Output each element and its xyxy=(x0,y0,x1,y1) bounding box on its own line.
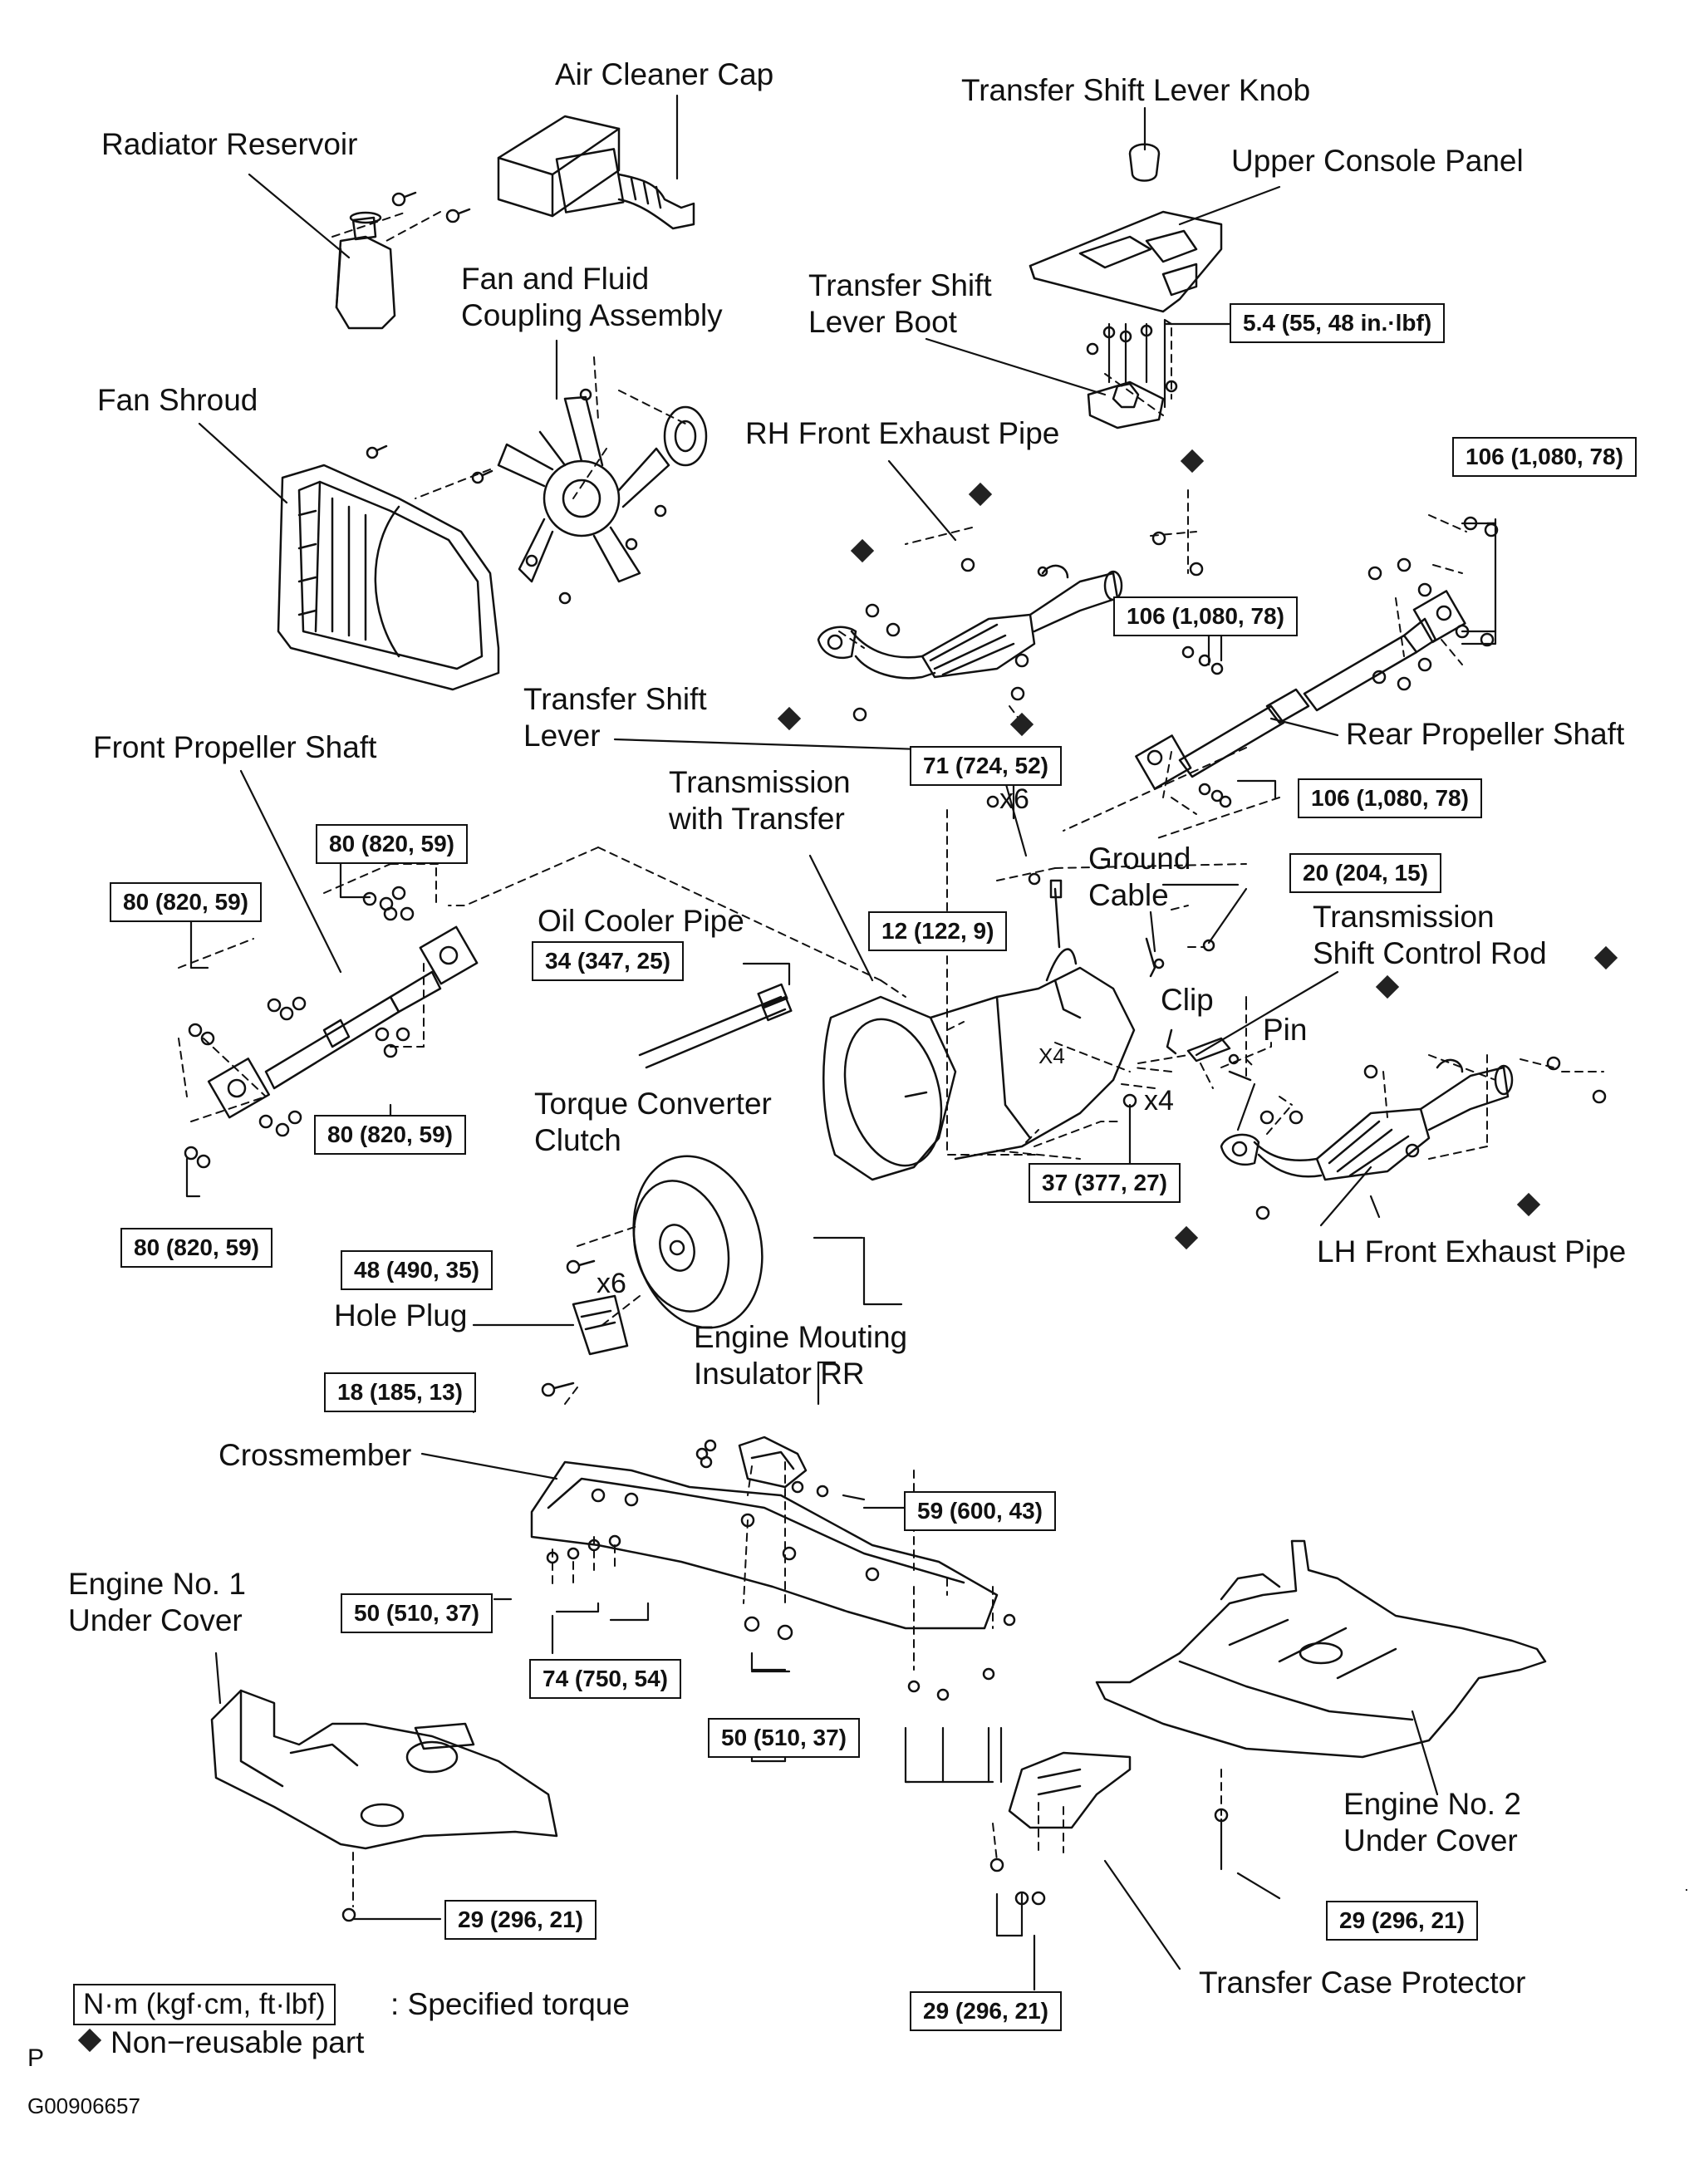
torque-box: 80 (820, 59) xyxy=(314,1115,466,1155)
legend-nonreusable-text: Non−reusable part xyxy=(110,2025,365,2059)
lh-front-exhaust-part xyxy=(1220,1056,1607,1220)
torque-box: 106 (1,080, 78) xyxy=(1298,778,1482,818)
label-fan-shroud: Fan Shroud xyxy=(97,383,258,417)
label-transmission-with-transfer: Transmission with Transfer xyxy=(669,765,851,836)
label-hole-plug: Hole Plug xyxy=(334,1298,468,1332)
rear-propeller-shaft-part xyxy=(1135,516,1499,808)
label-oil-cooler-pipe: Oil Cooler Pipe xyxy=(538,904,744,938)
label-clip: Clip xyxy=(1161,983,1214,1017)
label-ground-cable: Ground Cable xyxy=(1088,842,1191,912)
page-letter: P xyxy=(27,2044,45,2072)
label-lh-front-exhaust-pipe: LH Front Exhaust Pipe xyxy=(1317,1234,1627,1269)
torque-box: 5.4 (55, 48 in.·lbf) xyxy=(1230,303,1446,343)
label-radiator-reservoir: Radiator Reservoir xyxy=(101,127,358,161)
front-propeller-shaft-part xyxy=(184,886,479,1169)
multiplier-label: x4 xyxy=(1144,1085,1174,1117)
label-rear-propeller-shaft: Rear Propeller Shaft xyxy=(1346,717,1625,751)
label-pin: Pin xyxy=(1263,1013,1308,1047)
torque-box: 80 (820, 59) xyxy=(110,882,262,922)
label-engine-mounting-insulator-rr: Engine Mouting Insulator RR xyxy=(694,1320,908,1391)
torque-box: 50 (510, 37) xyxy=(341,1593,493,1633)
torque-box: 106 (1,080, 78) xyxy=(1452,437,1637,477)
torque-box: 18 (185, 13) xyxy=(324,1372,476,1412)
label-air-cleaner-cap: Air Cleaner Cap xyxy=(555,57,774,91)
label-transfer-shift-lever: Transfer Shift Lever xyxy=(523,682,707,753)
label-front-propeller-shaft: Front Propeller Shaft xyxy=(93,730,377,764)
label-rh-front-exhaust-pipe: RH Front Exhaust Pipe xyxy=(745,416,1060,450)
fan-coupling-part xyxy=(497,388,708,605)
torque-box: 80 (820, 59) xyxy=(120,1228,272,1268)
transfer-case-protector-part xyxy=(989,1751,1132,1906)
upper-console-panel-part xyxy=(1029,210,1223,313)
multiplier-label: x6 xyxy=(999,783,1029,815)
air-cleaner-cap-part xyxy=(497,115,695,230)
torque-connectors xyxy=(185,318,1688,1991)
torque-box: 29 (296, 21) xyxy=(1326,1901,1478,1941)
torque-box: 59 (600, 43) xyxy=(904,1491,1056,1531)
label-torque-converter-clutch: Torque Converter Clutch xyxy=(534,1087,772,1157)
fan-shroud-part xyxy=(277,444,500,691)
figure-code: G00906657 xyxy=(27,2093,140,2118)
oil-cooler-pipe-part xyxy=(638,983,793,1069)
label-engine-no1-under-cover: Engine No. 1 Under Cover xyxy=(68,1567,246,1637)
torque-box: 20 (204, 15) xyxy=(1289,853,1441,893)
torque-box: 80 (820, 59) xyxy=(316,824,468,864)
label-crossmember: Crossmember xyxy=(218,1438,412,1472)
transfer-shift-lever-knob-part xyxy=(1128,143,1161,182)
transmission-part: X4 xyxy=(822,795,1136,1181)
torque-box: 29 (296, 21) xyxy=(444,1900,597,1940)
multiplier-label: x6 xyxy=(597,1268,626,1299)
hole-plug-part xyxy=(541,1294,629,1397)
svg-text:X4: X4 xyxy=(1038,1043,1065,1068)
label-fan-fluid-coupling: Fan and Fluid Coupling Assembly xyxy=(461,262,723,332)
crossmember-part xyxy=(530,1436,1016,1701)
label-transmission-shift-control-rod: Transmission Shift Control Rod xyxy=(1313,900,1547,970)
label-transfer-shift-lever-boot: Transfer Shift Lever Boot xyxy=(808,268,992,339)
torque-box: 12 (122, 9) xyxy=(868,911,1008,951)
phantom-lines xyxy=(178,211,1604,1907)
torque-box: 50 (510, 37) xyxy=(708,1718,860,1758)
torque-box: 34 (347, 25) xyxy=(532,941,684,981)
label-transfer-case-protector: Transfer Case Protector xyxy=(1199,1966,1526,2000)
torque-box: 48 (490, 35) xyxy=(341,1250,493,1290)
engine-no2-under-cover-part xyxy=(1095,1539,1547,1823)
rh-front-exhaust-part xyxy=(817,531,1204,722)
torque-box: 71 (724, 52) xyxy=(910,746,1062,786)
legend-torque-text: : Specified torque xyxy=(390,1987,630,2021)
torque-converter-part xyxy=(566,1155,763,1329)
torque-box: 37 (377, 27) xyxy=(1029,1163,1181,1203)
label-transfer-shift-lever-knob: Transfer Shift Lever Knob xyxy=(961,73,1311,107)
torque-box: 106 (1,080, 78) xyxy=(1113,596,1298,636)
label-engine-no2-under-cover: Engine No. 2 Under Cover xyxy=(1343,1787,1521,1858)
torque-box: 74 (750, 54) xyxy=(529,1659,681,1699)
shift-rod-parts xyxy=(1122,937,1252,1108)
radiator-reservoir-part xyxy=(335,191,471,330)
engine-no1-under-cover-part xyxy=(210,1689,558,1922)
torque-box: 29 (296, 21) xyxy=(910,1991,1062,2031)
transfer-shift-lever-boot-part xyxy=(1086,324,1178,429)
legend-torque-unit: N·m (kgf·cm, ft·lbf) xyxy=(73,1984,336,2025)
label-upper-console-panel: Upper Console Panel xyxy=(1231,144,1524,178)
